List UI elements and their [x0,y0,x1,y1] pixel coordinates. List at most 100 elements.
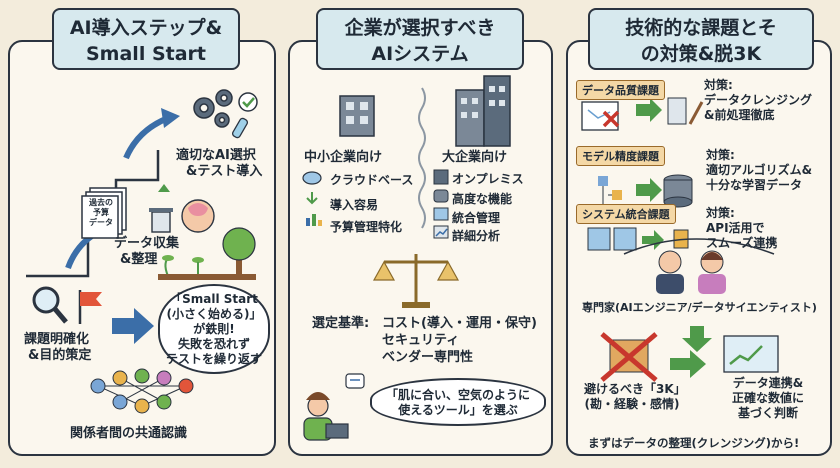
solution-model-accuracy: 対策: 適切アルゴリズム& 十分な学習データ [706,148,812,193]
issue-tag-data-quality: データ品質課題 [576,80,665,100]
cloud-icon [302,171,322,185]
small-building-icon [339,95,375,137]
solution-2-line1: 対策: [706,148,735,162]
panel1-illustration [26,89,258,414]
avoid-line2: (勘・経験・感情) [584,397,680,411]
analytics-icon [433,225,449,239]
panel3-illustration [581,97,779,382]
solution-data-quality: 対策: データクレンジング &前処理徹底 [704,78,812,123]
bubble-line3: が鉄則! [193,322,235,336]
large-item-advanced: 高度な機能 [452,192,513,206]
solution-3-line3: スムーズ連携 [706,236,778,250]
chart-icon [306,214,322,226]
step-arrow-upper [123,115,170,160]
step-select-line1: 適切なAI選択 [176,148,256,163]
quote-line2: 使えるツール」を選ぶ [398,403,518,417]
dashboard-icon [723,335,779,373]
bubble-line4: 失敗を恐れず [177,337,250,351]
panel1-title-line2: Small Start [86,43,206,65]
panel2-title: 企業が選択すべき AIシステム [316,8,524,70]
step-data-line1: データ収集 [114,236,180,251]
sme-item-budget: 予算管理特化 [330,220,403,234]
panel3-title: 技術的な課題とそ の対策&脱3K [588,8,814,70]
small-start-bubble: 「Small Start (小さく始める)」 が鉄則! 失敗を恐れず テストを繰… [158,284,270,374]
3k-box-icon [600,332,658,382]
solution-1-line2: データクレンジング [704,93,813,107]
solution-3-line1: 対策: [706,206,735,220]
documents-icon [81,187,127,239]
arrow-to-bubble [112,308,154,344]
solution-1-line3: &前処理徹底 [704,108,775,122]
test-tube-icon [231,117,249,139]
criteria-label: 選定基準: [312,316,370,331]
panel2-title-line1: 企業が選択すべき [344,17,496,39]
step-data-line2: &整理 [120,252,158,267]
soil [158,274,256,280]
database-icon [433,189,449,203]
document-label-line2: 予算 [93,208,109,217]
issue-tag-model-accuracy: モデル精度課題 [576,146,665,166]
expert-man-icon [656,250,684,294]
sme-item-easy: 導入容易 [330,198,379,212]
bubble-line2: (小さく始める)」 [166,307,262,321]
divider-line [418,87,426,229]
database-stack-icon [663,174,693,208]
download-icon [306,192,318,205]
panel1-title-line1: AI導入ステップ& [69,17,223,39]
footer-note: まずはデータの整理(クレンジング)から! [588,436,800,450]
step-select-line2: &テスト導入 [186,164,263,179]
network-icon [433,207,449,221]
solution-3-line2: API活用で [706,221,765,235]
large-item-integrated: 統合管理 [452,211,501,225]
step-goal-line2: &目的策定 [28,348,92,363]
panel1-title: AI導入ステップ& Small Start [52,8,240,70]
brain-head-icon [181,199,215,233]
document-label: 過去の 予算 データ [84,198,118,228]
trash-icon [149,208,173,233]
experts-label: 専門家(AIエンジニア/データサイエンティスト) [582,301,817,314]
panel2-title-line2: AIシステム [371,43,469,65]
document-label-line1: 過去の [89,198,113,207]
issue-tag-system-integration: システム統合課題 [576,204,676,224]
flag-icon [78,290,102,324]
large-item-onprem: オンプレミス [452,172,524,186]
solution-system-integration: 対策: API活用で スムーズ連携 [706,206,777,251]
balance-scale-icon [372,254,460,308]
expert-down-arrow [682,326,712,352]
panel3-title-line1: 技術的な課題とそ [625,17,777,39]
solution-2-line3: 十分な学習データ [706,178,803,192]
document-label-line3: データ [89,218,113,227]
bubble-line1: 「Small Start [170,292,258,306]
row1-arrow [636,98,662,122]
server-icon [433,169,449,185]
criteria-cost: コスト(導入・運用・保守) [382,316,537,331]
avoid-arrow [670,350,706,378]
check-icon [238,92,258,112]
consensus-label: 関係者間の共通認識 [70,426,188,441]
row3-arrow [642,230,664,250]
panel2-illustration [302,75,511,441]
cross-icon [602,110,620,128]
criteria-vendor: ベンダー専門性 [382,350,474,365]
tree-icon [222,227,256,276]
result-line3: 基づく判断 [737,406,798,420]
step-arrow-upper-head [161,108,180,128]
people-network-icon [90,368,194,414]
recycle-icon [158,184,170,192]
magnifier-icon [32,286,68,324]
cleanup-icon [667,97,704,125]
sme-heading: 中小企業向け [304,150,383,165]
criteria-security: セキュリティ [382,333,460,348]
sme-item-cloud: クラウドベース [330,173,414,187]
quote-line1: 「肌に合い、空気のように [385,388,530,402]
person-laptop-icon [303,392,349,441]
avoid-line1: 避けるべき「3K」 [584,382,686,396]
large-heading: 大企業向け [442,150,508,165]
quote-bubble: 「肌に合い、空気のように 使えるツール」を選ぶ [370,378,546,426]
panel3-title-line2: の対策&脱3K [640,43,762,65]
step-goal-line1: 課題明確化 [24,332,90,347]
solution-2-line2: 適切アルゴリズム& [706,163,813,177]
solution-1-line1: 対策: [704,78,733,92]
result-label: データ連携& 正確な数値に 基づく判断 [718,376,818,421]
result-line1: データ連携& [732,376,804,390]
